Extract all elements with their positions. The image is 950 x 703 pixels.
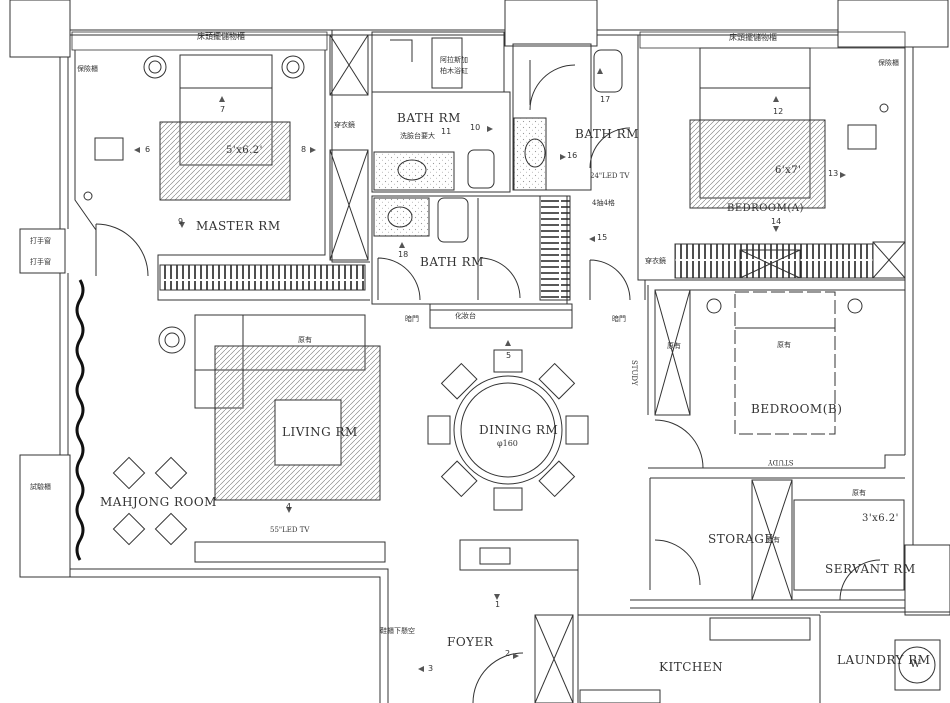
note-hidden-door-right: 暗門 — [612, 315, 626, 323]
room-label-bedroom-a: BEDROOM(A) — [727, 203, 804, 214]
marker-11: 11 — [441, 127, 452, 136]
room-label-foyer: FOYER — [447, 635, 494, 649]
note-mirror-master: 穿衣鏡 — [334, 121, 355, 129]
dining-chair — [493, 349, 523, 373]
note-drawers: 4抽4格 — [592, 199, 615, 207]
dining-chair — [493, 487, 523, 511]
master-bed-dim: 5'x6.2' — [226, 145, 263, 156]
note-headboard-right: 床頭擺儲物櫃 — [729, 33, 777, 42]
dining-chair — [427, 415, 451, 445]
dining-diameter: φ160 — [497, 439, 518, 448]
note-tv-bath: 24"LED TV — [590, 172, 630, 180]
marker-13: 13 — [828, 169, 839, 178]
room-label-servant: SERVANT RM — [825, 562, 916, 576]
washer-label: W — [910, 659, 921, 670]
column — [19, 454, 71, 578]
bed-a-dim: 6'x7' — [775, 165, 802, 176]
marker-4: 4 — [286, 502, 292, 511]
note-shaft-left3: 試驗櫃 — [30, 483, 51, 491]
note-existing-bed-b2: 原有 — [667, 342, 681, 350]
servant-bed-dim: 3'x6.2' — [862, 513, 899, 524]
marker-1: 1 — [495, 600, 501, 609]
column — [904, 544, 950, 616]
room-label-kitchen: KITCHEN — [659, 660, 724, 674]
marker-5: 5 — [506, 351, 512, 360]
note-existing-sofa: 原有 — [298, 336, 312, 344]
marker-6: 6 — [145, 145, 151, 154]
column — [9, 0, 71, 58]
dining-chair — [440, 362, 478, 400]
marker-9: 9 — [178, 217, 184, 226]
note-study-2: STUDY — [768, 458, 794, 466]
room-label-master: MASTER RM — [196, 219, 281, 233]
room-label-bath-1: BATH RM — [397, 111, 461, 125]
marker-2: 2 — [505, 649, 511, 658]
column — [19, 228, 66, 274]
dining-chair — [440, 460, 478, 498]
marker-14: 14 — [771, 217, 782, 226]
marker-10: 10 — [470, 123, 481, 132]
note-hidden-door-left: 暗門 — [405, 315, 419, 323]
room-label-bath-2: BATH RM — [420, 255, 484, 269]
marker-16: 16 — [567, 151, 578, 160]
note-tub: 阿拉斯加 — [440, 56, 468, 64]
note-safe-left: 保險櫃 — [77, 65, 98, 73]
dining-table — [453, 375, 563, 485]
marker-8: 8 — [301, 145, 307, 154]
room-label-bath-3: BATH RM — [575, 127, 639, 141]
note-shoe: 鞋櫃下懸空 — [380, 627, 415, 635]
room-label-bedroom-b: BEDROOM(B) — [751, 402, 843, 416]
note-safe-right: 保險櫃 — [878, 59, 899, 67]
room-label-living: LIVING RM — [282, 425, 358, 439]
note-study: STUDY — [630, 360, 638, 386]
note-existing-servant: 原有 — [852, 489, 866, 497]
room-label-storage: STORAGE — [708, 532, 774, 546]
note-existing-storage: 原有 — [766, 536, 780, 544]
dining-chair — [538, 460, 576, 498]
room-label-laundry: LAUNDRY RM — [837, 653, 931, 667]
note-vanity: 化妝台 — [455, 312, 476, 320]
note-mirror-a: 穿衣鏡 — [645, 257, 666, 265]
mahjong-table — [112, 456, 188, 546]
marker-18: 18 — [398, 250, 409, 259]
marker-7: 7 — [220, 105, 226, 114]
note-existing-bed-b: 原有 — [777, 341, 791, 349]
note-tub2: 柏木浴缸 — [440, 67, 468, 75]
room-label-dining: DINING RM — [479, 423, 559, 437]
marker-3: 3 — [428, 664, 434, 673]
note-headboard-left: 床頭擺儲物櫃 — [197, 32, 245, 41]
note-tv-wall: 55"LED TV — [270, 526, 310, 534]
room-label-mahjong: MAHJONG ROOM — [100, 495, 217, 509]
marker-15: 15 — [597, 233, 608, 242]
marker-12: 12 — [773, 107, 784, 116]
column — [837, 0, 949, 48]
note-basin: 洗臉台要大 — [400, 132, 435, 140]
note-shaft-left2: 打手窗 — [30, 258, 51, 266]
note-shaft-left: 打手窗 — [30, 237, 51, 245]
marker-17: 17 — [600, 95, 611, 104]
column — [504, 0, 598, 47]
dining-chair — [538, 362, 576, 400]
dining-chair — [565, 415, 589, 445]
